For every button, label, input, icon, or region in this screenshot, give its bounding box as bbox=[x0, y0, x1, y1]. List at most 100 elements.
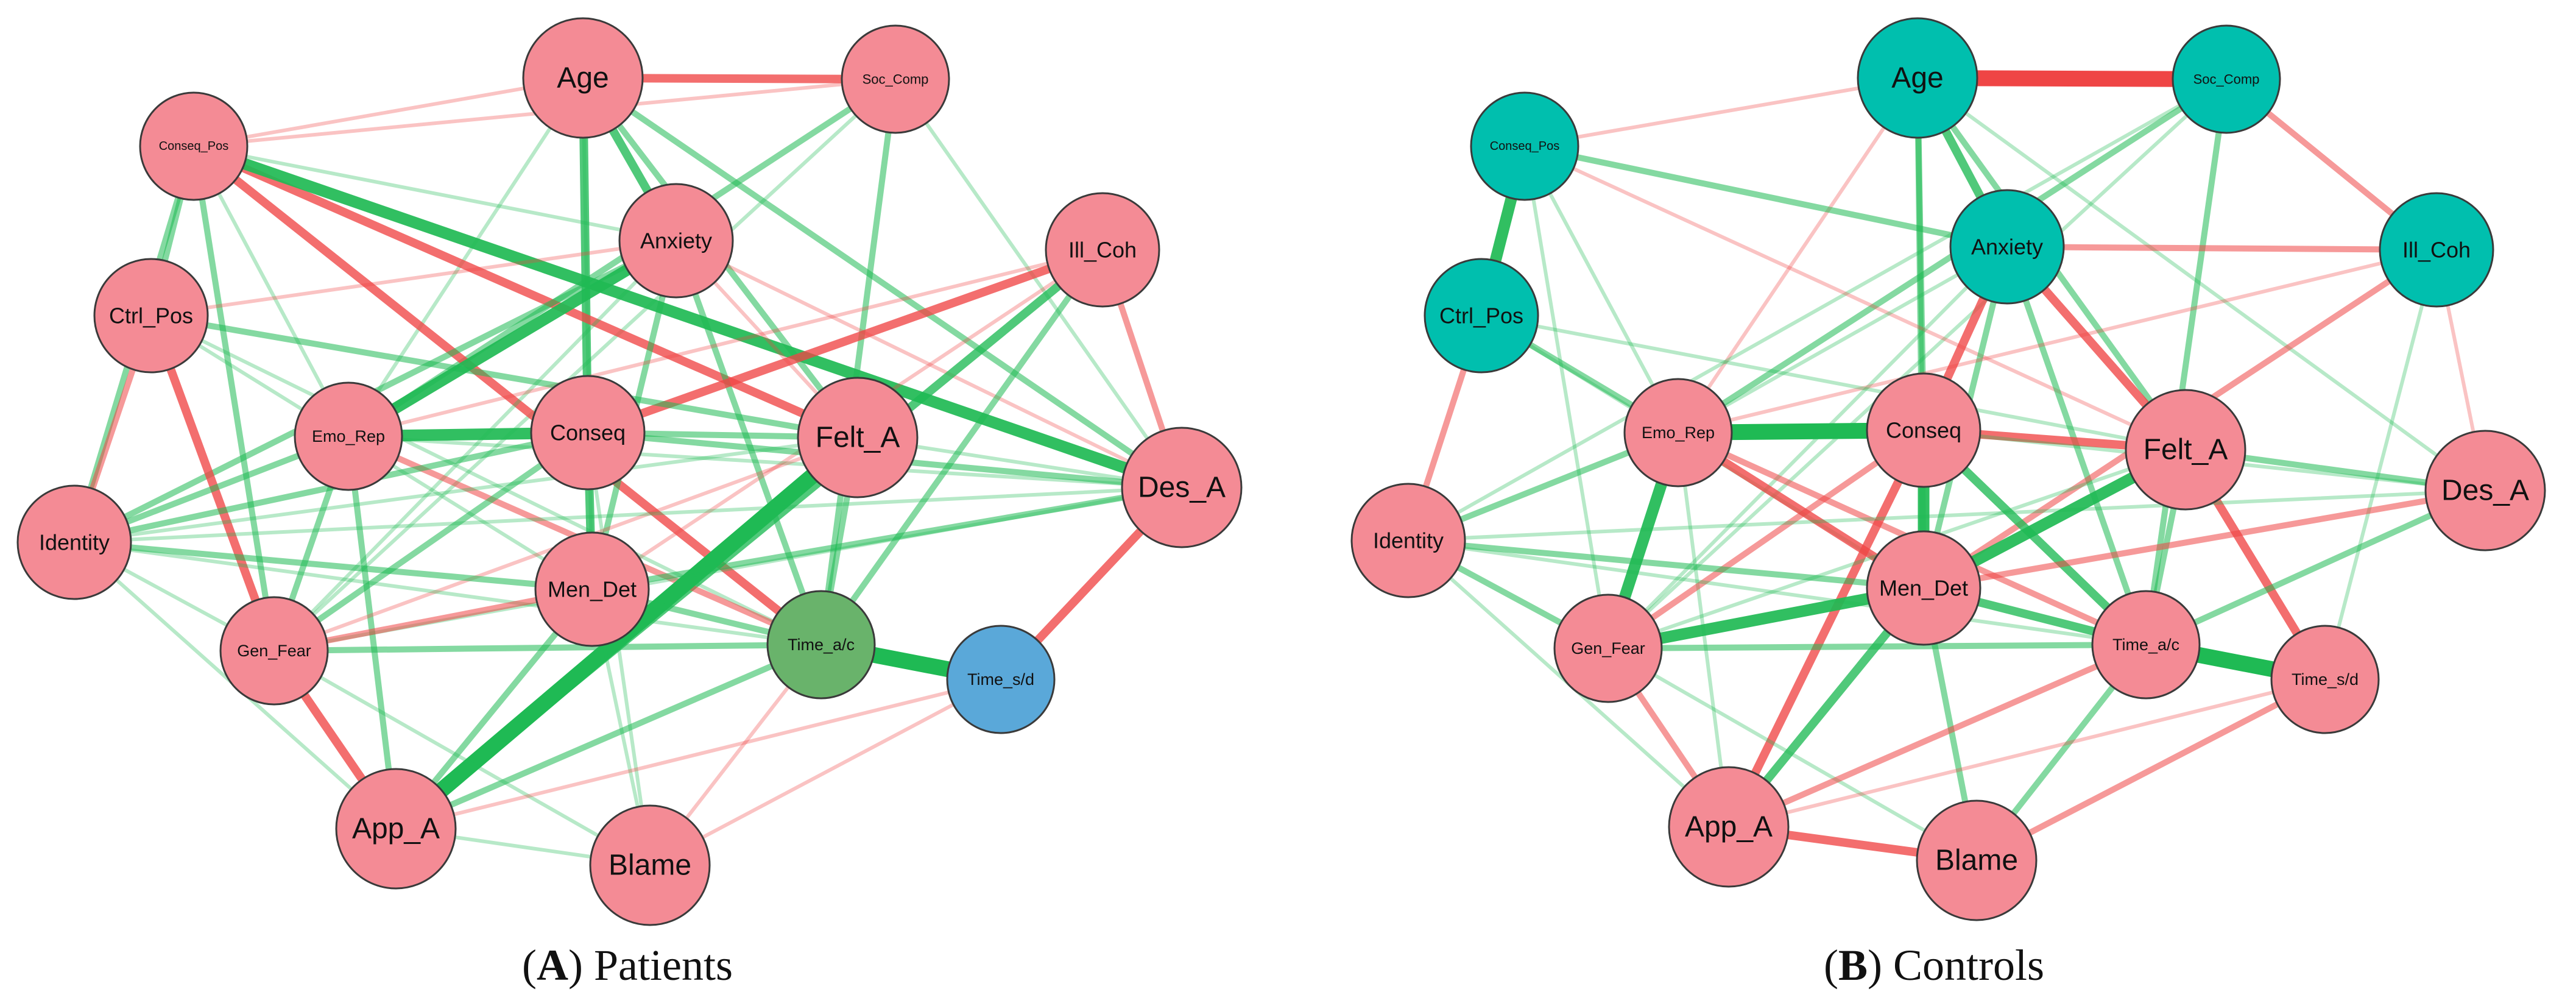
node-gen-fear: Gen_Fear bbox=[1553, 594, 1663, 703]
node-men-det: Men_Det bbox=[534, 531, 650, 647]
edge-age-conseq_pos bbox=[192, 76, 585, 148]
node-circle bbox=[1045, 192, 1160, 308]
edge-time_sd-app_a bbox=[1727, 678, 2327, 829]
node-circle bbox=[534, 531, 650, 647]
node-time-ac: Time_a/c bbox=[766, 590, 876, 700]
node-label: Emo_Rep bbox=[312, 427, 385, 445]
node-label: Gen_Fear bbox=[1571, 639, 1645, 657]
edge-age-emo_rep bbox=[1676, 76, 1919, 434]
node-label: Time_a/c bbox=[2112, 636, 2179, 654]
node-circle bbox=[841, 24, 950, 134]
node-label: Men_Det bbox=[1879, 576, 1968, 601]
edge-ctrl_pos-felt_a bbox=[1480, 314, 2187, 452]
node-blame: Blame bbox=[1916, 799, 2038, 921]
node-circle bbox=[219, 596, 329, 706]
edge-felt_a-identity bbox=[72, 436, 859, 544]
node-identity: Identity bbox=[1350, 483, 1466, 598]
edge-emo_rep-des_a bbox=[347, 434, 1184, 489]
edge-gen_fear-time_ac bbox=[1605, 642, 2149, 651]
node-circle bbox=[2270, 625, 2380, 734]
edge-identity-men_det bbox=[71, 539, 595, 592]
edge-time_sd-blame bbox=[648, 678, 1003, 867]
node-circle bbox=[2125, 389, 2246, 511]
node-circle bbox=[2091, 590, 2201, 700]
node-label: Age bbox=[557, 62, 609, 94]
edge-conseq-app_a bbox=[1724, 426, 1928, 831]
edge-identity-men_det bbox=[1405, 537, 1927, 591]
node-label: Time_s/d bbox=[967, 670, 1034, 689]
node-circle bbox=[1623, 378, 1733, 487]
node-circle bbox=[1424, 258, 1539, 374]
node-label: Men_Det bbox=[548, 577, 637, 602]
edge-ctrl_pos-anxiety bbox=[149, 239, 678, 317]
edge-gen_fear-time_ac bbox=[271, 642, 824, 654]
edge-anxiety-emo_rep bbox=[1676, 245, 2009, 434]
edge-time_ac-app_a bbox=[1726, 642, 2149, 830]
node-des-a: Des_A bbox=[2424, 430, 2546, 551]
edge-ill_coh-time_sd bbox=[2323, 248, 2438, 681]
edge-des_a-identity bbox=[72, 486, 1184, 544]
edge-time_sd-app_a bbox=[394, 678, 1003, 831]
node-label: Blame bbox=[1935, 845, 2018, 877]
node-label: Age bbox=[1891, 62, 1943, 94]
node-label: Ill_Coh bbox=[1068, 238, 1137, 263]
node-age: Age bbox=[1857, 17, 1978, 139]
node-label: Conseq_Pos bbox=[1490, 140, 1560, 153]
edge-des_a-men_det bbox=[589, 484, 1185, 592]
panel-b-caption: (B) Controls bbox=[1824, 941, 2044, 990]
node-conseq-pos: Conseq_Pos bbox=[1470, 91, 1579, 201]
node-blame: Blame bbox=[589, 804, 711, 926]
node-circle bbox=[1916, 799, 2038, 921]
edge-soc_comp-gen_fear bbox=[1606, 77, 2228, 650]
node-circle bbox=[522, 17, 644, 139]
node-label: Felt_A bbox=[816, 422, 900, 454]
edge-anxiety-gen_fear bbox=[272, 239, 678, 653]
edge-soc_comp-gen_fear bbox=[272, 77, 897, 653]
node-des-a: Des_A bbox=[1121, 427, 1243, 548]
panel-a-caption: (A) Patients bbox=[522, 941, 733, 990]
panel-a-edges bbox=[71, 74, 1188, 867]
node-ill-coh: Ill_Coh bbox=[2379, 192, 2494, 308]
edge-ill_coh-conseq bbox=[584, 246, 1107, 437]
node-label: App_A bbox=[352, 813, 440, 845]
edge-conseq_pos-gen_fear bbox=[1523, 144, 1610, 650]
edge-soc_comp-identity bbox=[1406, 77, 2228, 542]
node-label: Soc_Comp bbox=[863, 72, 929, 87]
node-circle bbox=[1866, 530, 1981, 646]
node-soc-comp: Soc_Comp bbox=[841, 24, 950, 134]
node-label: Conseq bbox=[1886, 418, 1961, 443]
edge-identity-time_ac bbox=[72, 540, 823, 647]
node-ctrl-pos: Ctrl_Pos bbox=[93, 258, 209, 374]
node-app-a: App_A bbox=[1668, 766, 1790, 888]
node-ill-coh: Ill_Coh bbox=[1045, 192, 1160, 308]
node-circle bbox=[16, 484, 132, 600]
edge-conseq_pos-anxiety bbox=[1522, 143, 2010, 250]
edge-anxiety-time_ac bbox=[673, 238, 824, 648]
edge-des_a-time_ac bbox=[2143, 487, 2488, 648]
node-label: Ctrl_Pos bbox=[109, 303, 193, 328]
edge-ctrl_pos-time_ac bbox=[149, 314, 823, 647]
node-time-sd: Time_s/d bbox=[2270, 625, 2380, 734]
node-label: Time_s/d bbox=[2292, 670, 2359, 689]
node-label: Conseq bbox=[550, 420, 626, 445]
node-label: Emo_Rep bbox=[1642, 424, 1715, 442]
edge-ctrl_pos-felt_a bbox=[148, 313, 861, 441]
edge-age-conseq_pos bbox=[1523, 76, 1919, 148]
node-circle bbox=[1121, 427, 1243, 548]
node-gen-fear: Gen_Fear bbox=[219, 596, 329, 706]
edge-ctrl_pos-gen_fear bbox=[147, 311, 278, 655]
node-circle bbox=[1949, 189, 2065, 305]
node-circle bbox=[2379, 192, 2494, 308]
edge-soc_comp-des_a bbox=[894, 77, 1184, 489]
node-label: Conseq_Pos bbox=[159, 140, 229, 153]
node-circle bbox=[589, 804, 711, 926]
node-felt-a: Felt_A bbox=[2125, 389, 2246, 511]
node-conseq: Conseq bbox=[1866, 372, 1981, 488]
edge-ill_coh-time_ac bbox=[818, 247, 1106, 648]
node-ctrl-pos: Ctrl_Pos bbox=[1424, 258, 1539, 374]
node-circle bbox=[294, 381, 403, 491]
node-label: Soc_Comp bbox=[2193, 72, 2260, 87]
